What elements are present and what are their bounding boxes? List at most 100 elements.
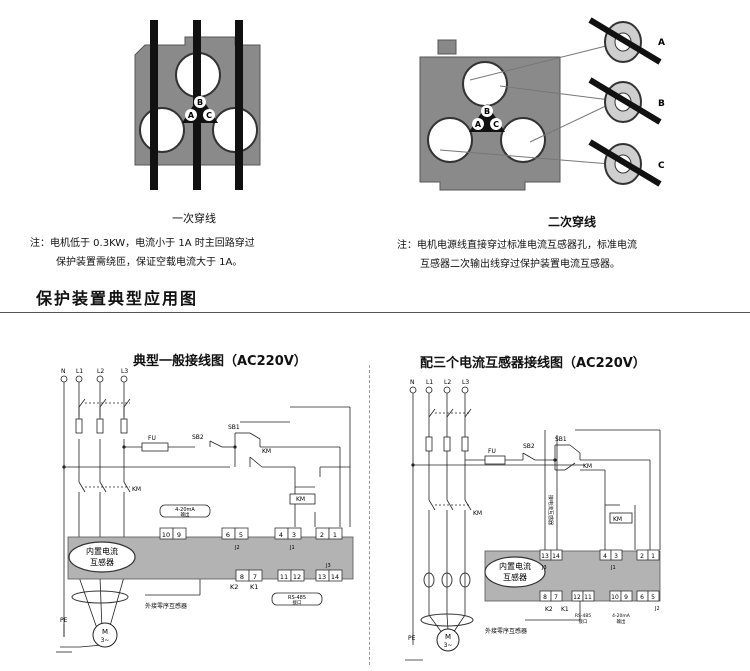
right-bot-term-10: 10 [611, 594, 619, 601]
right-relay-j1: J1 [610, 565, 616, 571]
right-bot-term-8: 8 [543, 594, 547, 601]
left-pe-label: PE [60, 617, 68, 624]
right-rs485-label: RS-485 [575, 613, 591, 619]
phase-c-label: C [206, 111, 212, 120]
section-title: 保护装置典型应用图 [36, 289, 199, 308]
diagram-separator [369, 365, 370, 665]
left-relay-j3: J3 [325, 563, 331, 569]
left-fuse-label: FU [148, 435, 156, 442]
left-line-l3: L3 [121, 368, 128, 375]
right-bot-term-9: 9 [624, 594, 628, 601]
left-bot-term-13: 13 [318, 573, 326, 581]
left-sb1-label: SB1 [228, 424, 240, 431]
left-analog-label: 4-20mA [175, 507, 195, 513]
right-pe-label: PE [408, 635, 416, 642]
right-top-term-2: 2 [640, 553, 644, 560]
right-ct-line2: 互感器 [503, 572, 527, 582]
primary-threading-note-2: 保护装置需绕匝，保证空载电流大于 1A。 [56, 257, 243, 268]
right-analog-sub: 输出 [617, 618, 626, 625]
right-top-term-13: 13 [541, 553, 549, 560]
right-diagram-title: 配三个电流互感器接线图（AC220V） [420, 356, 646, 371]
left-motor-sub: 3~ [101, 637, 110, 644]
left-sb2-label: SB2 [192, 434, 204, 441]
right-km-label-3: KM [473, 510, 482, 517]
secondary-threading-note-1: 注：电机电源线直接穿过标准电流互感器孔，标准电流 [397, 240, 637, 251]
left-motor-label: M [102, 628, 108, 636]
right-bot-term-12: 12 [573, 594, 581, 601]
right-top-term-1: 1 [651, 553, 655, 560]
right-line-l2: L2 [444, 379, 451, 386]
right-k1-label: K1 [561, 606, 569, 613]
ct-c-label: C [658, 161, 665, 171]
left-bot-term-7: 7 [253, 573, 257, 581]
right-km-label-2: KM [613, 516, 622, 523]
right-top-term-4: 4 [603, 553, 607, 560]
right-analog-label: 4-20mA [612, 613, 631, 619]
right-bot-term-11: 11 [584, 594, 592, 601]
right-line-l1: L1 [426, 379, 433, 386]
primary-threading-figure: B A C [134, 20, 261, 190]
left-top-term-1: 1 [333, 531, 337, 539]
right-rs485-sub: 接口 [579, 618, 588, 625]
phase-a-label: A [188, 111, 195, 120]
phase-b-label: B [197, 98, 203, 107]
right-top-term-14: 14 [552, 553, 560, 560]
right-k2-label: K2 [545, 606, 553, 613]
ct-a-label: A [658, 38, 665, 48]
left-bot-term-12: 12 [293, 573, 301, 581]
section-divider [0, 312, 750, 313]
left-top-term-10: 10 [162, 531, 170, 539]
left-ct-line1: 内置电流 [86, 546, 118, 556]
left-km-label-3: KM [132, 486, 141, 493]
primary-threading-note-1: 注：电机低于 0.3KW，电流小于 1A 时主回路穿过 [30, 238, 255, 249]
right-sb1-label: SB1 [555, 436, 567, 443]
right-bot-term-7: 7 [554, 594, 558, 601]
left-top-term-9: 9 [177, 531, 181, 539]
right-top-term-3: 3 [614, 553, 618, 560]
left-diagram-title: 典型一般接线图（AC220V） [133, 354, 307, 369]
right-line-l3: L3 [462, 379, 469, 386]
right-ct-line1: 内置电流 [499, 561, 531, 571]
primary-threading-caption: 一次穿线 [172, 212, 216, 225]
right-motor-label: M [445, 633, 451, 641]
right-vertical-label: 接电流互感器 [547, 495, 554, 525]
left-relay-j1: J1 [289, 545, 295, 551]
phase-c-label-2: C [493, 120, 499, 129]
left-top-term-3: 3 [292, 531, 296, 539]
left-wiring-diagram: N L1 L2 L3 FU SB2 SB1 KM KM KM 4-20mA 输出… [56, 368, 354, 653]
ct-b-label: B [658, 99, 665, 109]
phase-a-label-2: A [475, 120, 482, 129]
left-km-label-1: KM [262, 448, 271, 455]
phase-b-label-2: B [484, 107, 490, 116]
secondary-threading-figure: B A C A B C [419, 17, 665, 191]
right-km-label-1: KM [583, 463, 592, 470]
left-km-label-2: KM [296, 496, 305, 503]
left-bot-term-8: 8 [240, 573, 244, 581]
right-wiring-diagram: N L1 L2 L3 FU SB2 SB1 KM KM KM 接电流互感器 内置… [405, 379, 661, 661]
left-line-l2: L2 [97, 368, 104, 375]
right-motor-sub: 3~ [444, 642, 453, 649]
right-bot-term-6: 6 [640, 594, 644, 601]
left-rs485-sub: 接口 [293, 599, 302, 606]
secondary-threading-note-2: 互感器二次输出线穿过保护装置电流互感器。 [420, 259, 620, 270]
left-ct-line2: 互感器 [90, 557, 114, 567]
left-rs485-label: RS-485 [288, 595, 306, 601]
right-relay-j3: J3 [541, 565, 547, 571]
left-zct-label: 外接零序互感器 [145, 602, 187, 610]
left-bot-term-14: 14 [331, 573, 339, 581]
right-zct-label: 外接零序互感器 [485, 627, 527, 635]
left-top-term-6: 6 [226, 531, 230, 539]
left-relay-j2: J2 [234, 545, 240, 551]
left-line-n: N [61, 368, 66, 375]
left-k1-label: K1 [250, 583, 258, 591]
right-fuse-label: FU [488, 448, 496, 455]
right-sb2-label: SB2 [523, 443, 535, 450]
left-line-l1: L1 [76, 368, 83, 375]
left-top-term-4: 4 [279, 531, 283, 539]
right-line-n: N [410, 379, 415, 386]
left-top-term-5: 5 [239, 531, 243, 539]
secondary-threading-caption: 二次穿线 [548, 215, 597, 229]
right-bot-term-5: 5 [651, 594, 655, 601]
right-relay-j2: J2 [654, 606, 660, 612]
left-k2-label: K2 [230, 583, 238, 591]
